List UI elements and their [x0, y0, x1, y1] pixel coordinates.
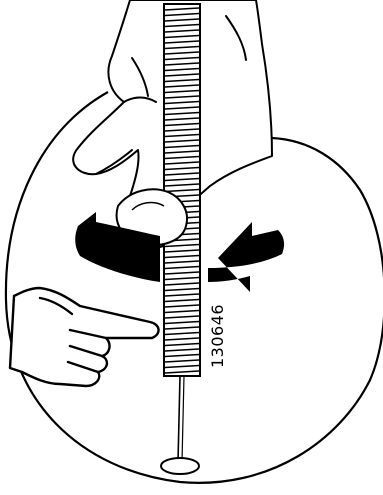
drain-hole-icon — [161, 458, 199, 474]
rotate-arrow-right-icon — [208, 222, 284, 292]
figure-code-label: 130646 — [208, 304, 227, 368]
pointing-hand-icon — [10, 288, 159, 386]
